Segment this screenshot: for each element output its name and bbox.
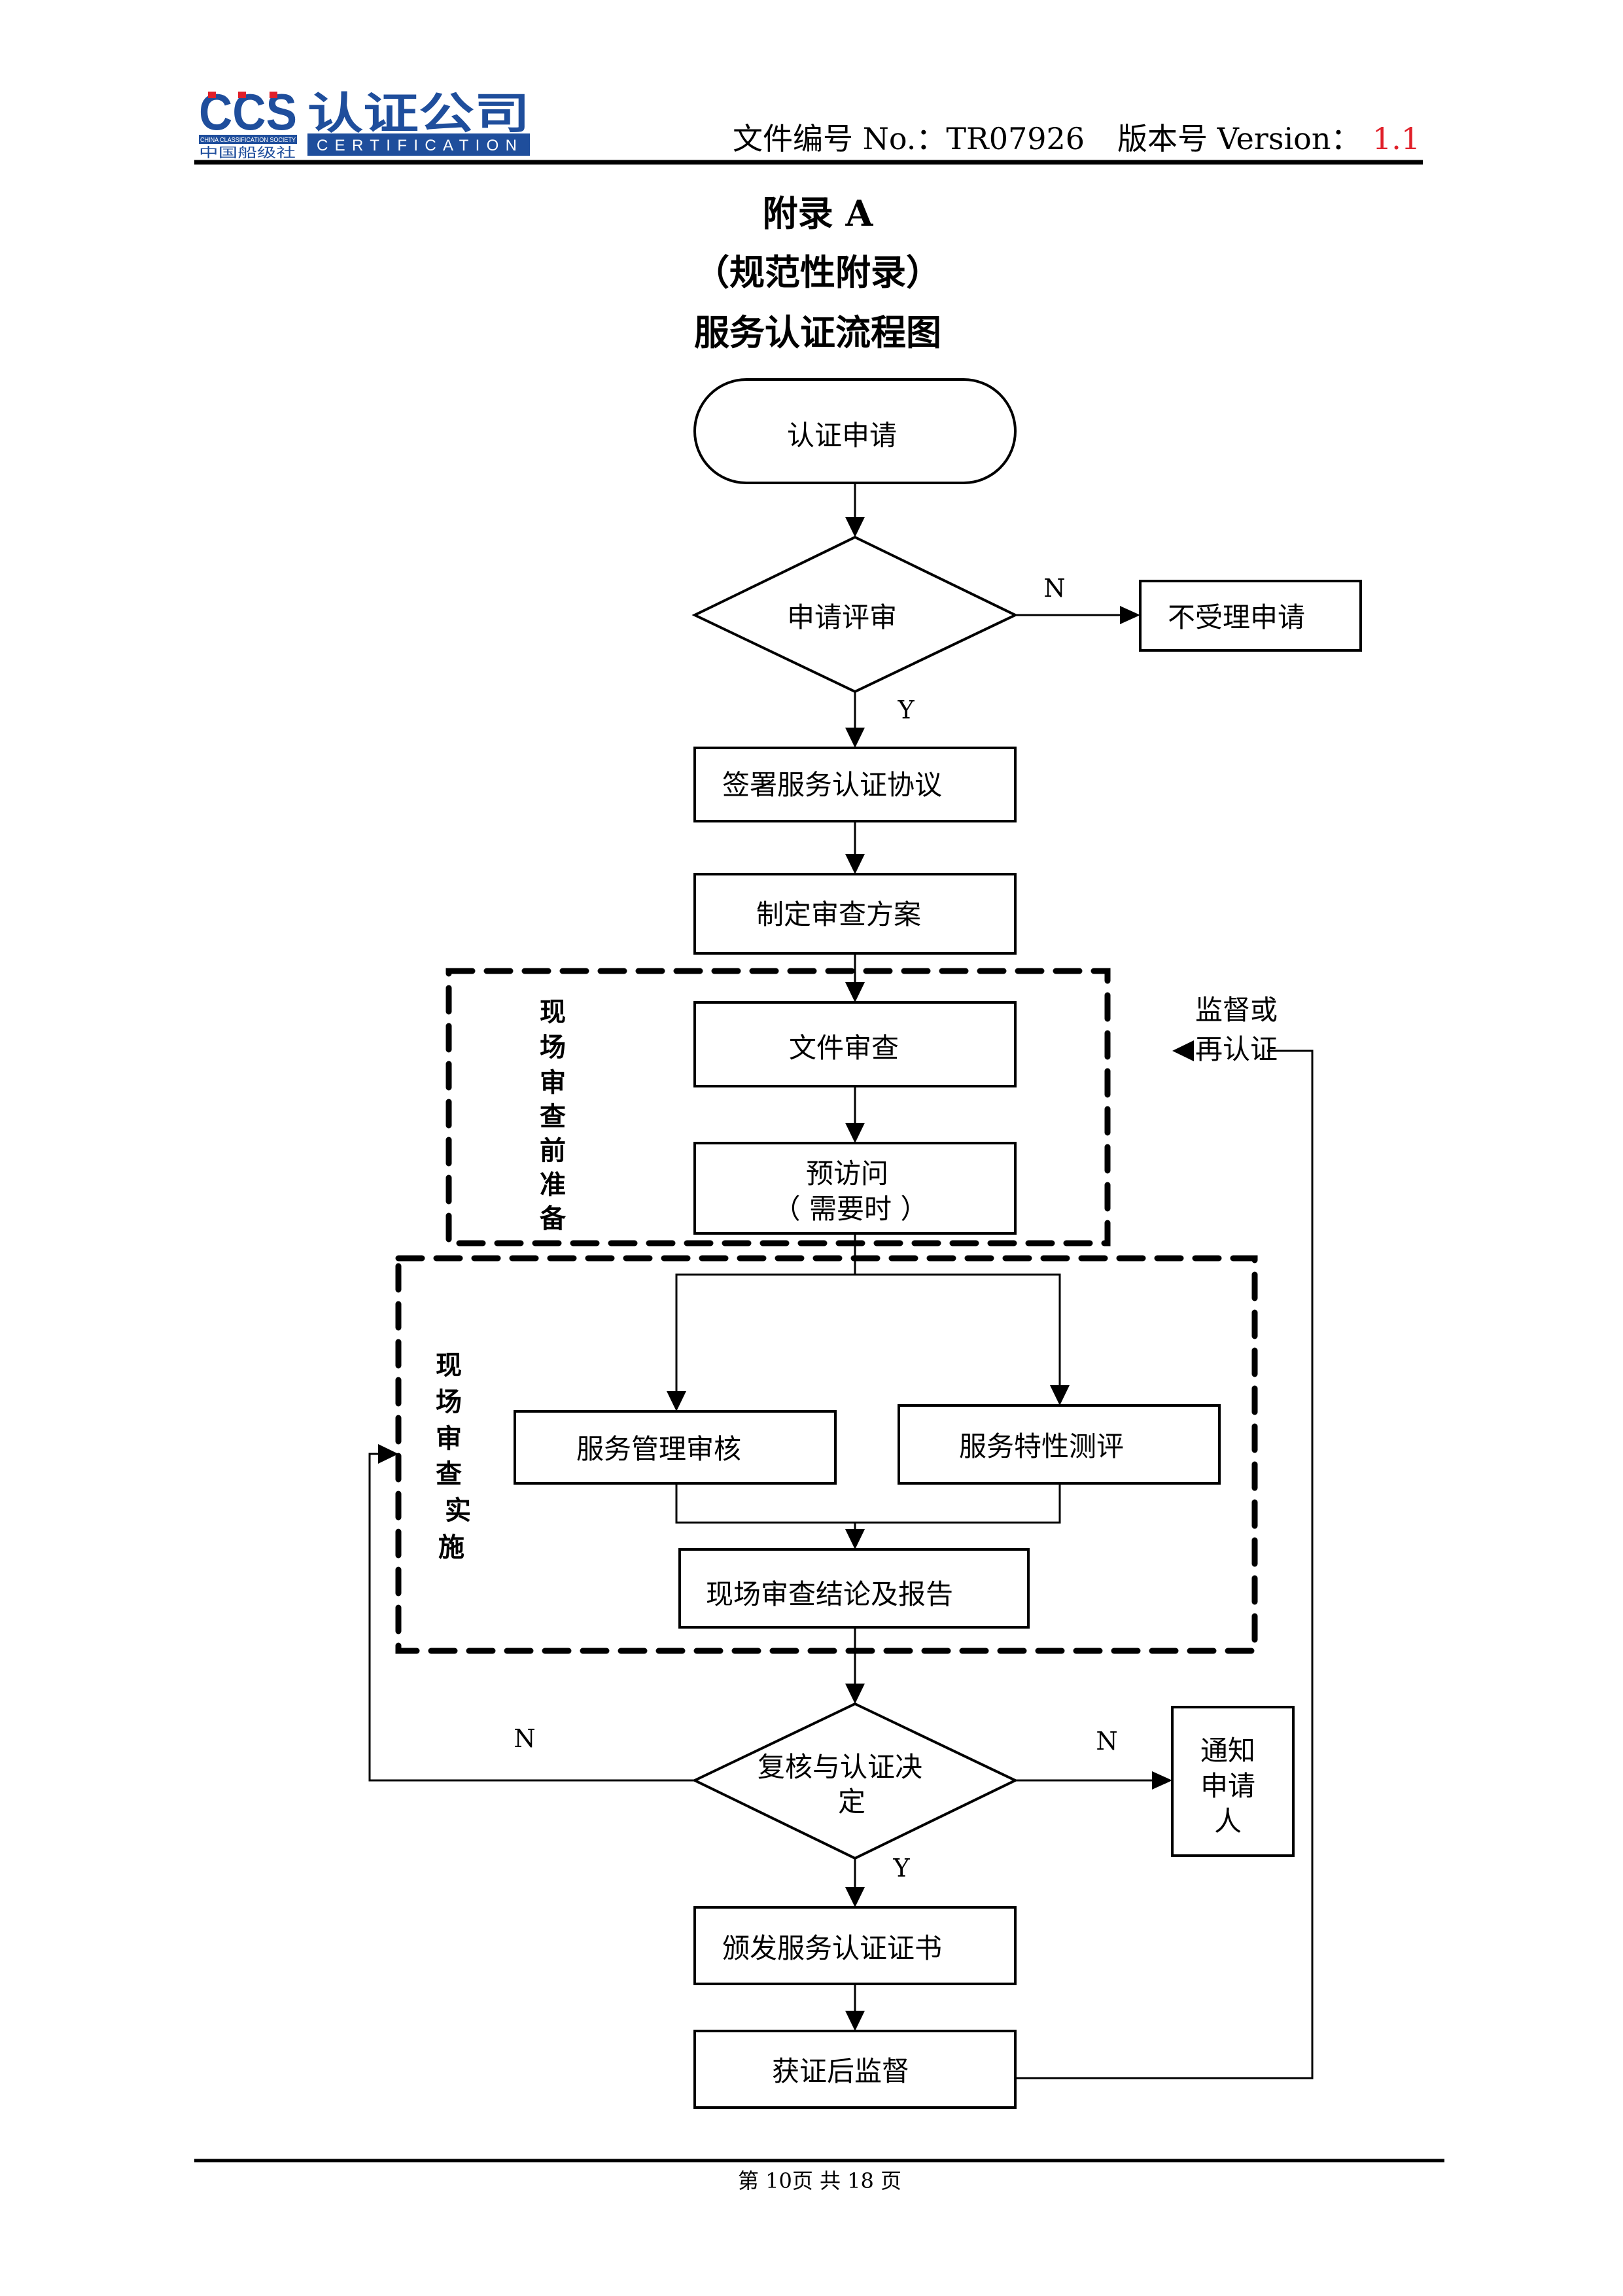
svg-text:准: 准 <box>540 1169 566 1200</box>
management-audit-box[interactable] <box>514 1410 837 1485</box>
decision-yes-label: Y <box>892 1854 910 1882</box>
pre-visit-label-1: 预访问 <box>806 1157 888 1190</box>
reject-label: 不受理申请 <box>1168 601 1305 633</box>
logo-banner-text: CERTIFICATION <box>317 137 522 154</box>
svg-text:备: 备 <box>540 1203 567 1234</box>
resurvey-label: 监督或 再认证 <box>1195 994 1278 1065</box>
svg-text:审: 审 <box>436 1423 462 1454</box>
appendix-title: 附录 A <box>763 192 874 234</box>
review-no-label: N <box>1043 574 1065 603</box>
logo-company: 认证公司 <box>307 88 530 139</box>
page-number: 第 10页 共 18 页 <box>738 2168 901 2193</box>
svg-text:监督或: 监督或 <box>1195 994 1278 1026</box>
svg-text:现: 现 <box>436 1350 462 1381</box>
sign-agreement-box[interactable] <box>693 747 1017 822</box>
logo-banner <box>307 133 530 156</box>
sign-agreement-label: 签署服务认证协议 <box>722 769 942 801</box>
flowchart-title: 服务认证流程图 <box>694 311 941 353</box>
notify-label-3: 人 <box>1214 1805 1242 1837</box>
onsite-audit-group-label: 现 场 审 查 实 施 <box>436 1350 471 1563</box>
notify-label-1: 通知 <box>1200 1735 1255 1767</box>
version-value: 1.1 <box>1372 121 1420 156</box>
svg-text:场: 场 <box>436 1386 462 1417</box>
logo-society-bar <box>199 135 297 144</box>
decision-no-right-label: N <box>1096 1727 1117 1756</box>
pre-visit-box[interactable] <box>693 1142 1017 1235</box>
certification-decision[interactable] <box>691 1702 1019 1860</box>
svg-text:查: 查 <box>540 1101 566 1132</box>
ccs-logo: CCS 认证公司 CHINA CLASSIFICATION SOCIETY 中国… <box>199 83 530 160</box>
onsite-audit-group <box>395 1255 1258 1654</box>
logo-red-accent-2 <box>238 92 246 98</box>
review-label: 申请评审 <box>787 601 897 633</box>
version-label: 版本号 Version： <box>1117 121 1361 156</box>
document-review-label: 文件审查 <box>789 1032 899 1064</box>
svg-text:施: 施 <box>438 1532 464 1563</box>
management-audit-label: 服务管理审核 <box>576 1433 741 1465</box>
svg-text:审: 审 <box>540 1067 566 1098</box>
pre-audit-group-label: 现 场 审 查 前 准 备 <box>540 997 567 1234</box>
svg-text:查: 查 <box>436 1458 462 1489</box>
audit-plan-label: 制定审查方案 <box>756 898 921 930</box>
audit-plan-box[interactable] <box>693 873 1017 955</box>
doc-number: 文件编号 No.：TR07926 <box>733 121 1085 156</box>
svg-text:前: 前 <box>540 1135 566 1166</box>
pre-visit-label-2: （ 需要时 ） <box>773 1193 928 1225</box>
notify-label-2: 申请 <box>1200 1770 1255 1802</box>
appendix-subtitle: （规范性附录） <box>694 251 941 293</box>
reject-box[interactable] <box>1139 580 1362 652</box>
svg-text:实: 实 <box>445 1495 471 1526</box>
conclusion-report-label: 现场审查结论及报告 <box>706 1578 953 1610</box>
post-cert-surveillance-label: 获证后监督 <box>772 2055 909 2087</box>
svg-text:再认证: 再认证 <box>1195 1033 1278 1065</box>
decision-label-1: 复核与认证决 <box>758 1751 922 1783</box>
review-decision[interactable] <box>691 535 1019 694</box>
characteristic-eval-box[interactable] <box>898 1404 1221 1485</box>
post-cert-surveillance-box[interactable] <box>693 2030 1017 2109</box>
start-terminal[interactable] <box>693 378 1017 484</box>
decision-label-2: 定 <box>838 1786 865 1818</box>
document-review-box[interactable] <box>693 1001 1017 1087</box>
notify-applicant-box[interactable] <box>1171 1706 1295 1857</box>
logo-society-en: CHINA CLASSIFICATION SOCIETY <box>200 137 296 144</box>
logo-red-accent <box>208 92 216 98</box>
issue-certificate-label: 颁发服务认证证书 <box>722 1932 942 1964</box>
characteristic-eval-label: 服务特性测评 <box>959 1430 1124 1462</box>
start-label: 认证申请 <box>787 419 897 451</box>
svg-text:场: 场 <box>540 1032 566 1063</box>
logo-red-accent-3 <box>270 92 277 98</box>
logo-society-cn: 中国船级社 <box>199 145 296 160</box>
review-yes-label: Y <box>897 696 915 724</box>
pre-audit-group <box>445 968 1111 1246</box>
decision-no-left-label: N <box>514 1724 535 1753</box>
connectors <box>368 483 1314 2079</box>
issue-certificate-box[interactable] <box>693 1906 1017 1985</box>
conclusion-report-box[interactable] <box>678 1548 1030 1629</box>
svg-text:现: 现 <box>540 997 566 1027</box>
